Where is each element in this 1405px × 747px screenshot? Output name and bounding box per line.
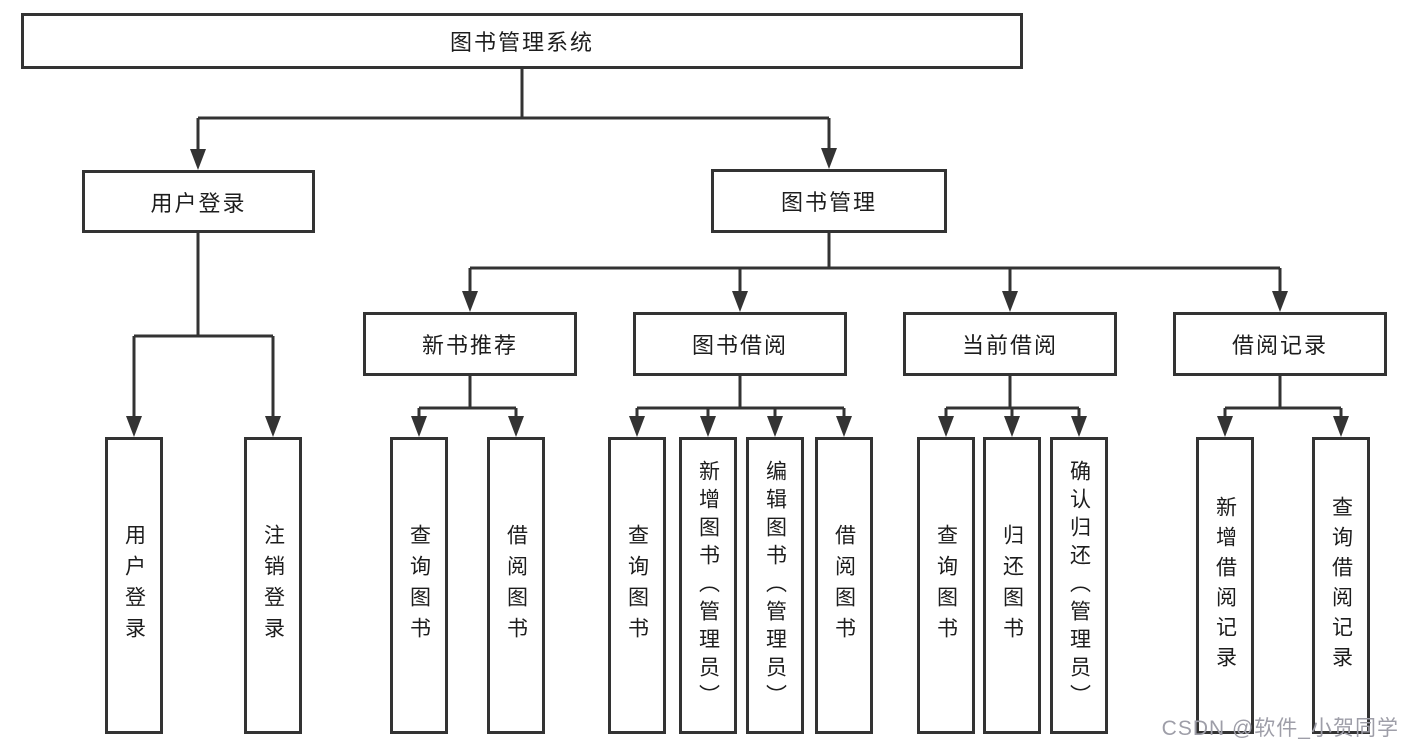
leaf-query-book-borrow: 查询图书 (608, 437, 666, 734)
leaf-return-book: 归还图书 (983, 437, 1041, 734)
leaf-edit-book-admin: 编辑图书（管理员） (746, 437, 804, 734)
node-current-borrow: 当前借阅 (903, 312, 1117, 376)
leaf-borrow-book: 借阅图书 (815, 437, 873, 734)
node-new-book-recommend: 新书推荐 (363, 312, 577, 376)
leaf-confirm-return-admin: 确认归还（管理员） (1050, 437, 1108, 734)
leaf-query-book-recommend: 查询图书 (390, 437, 448, 734)
arrowheads (126, 148, 1349, 437)
leaf-add-borrow-record: 新增借阅记录 (1196, 437, 1254, 734)
node-book-management-module: 图书管理 (711, 169, 947, 233)
node-book-borrow: 图书借阅 (633, 312, 847, 376)
node-borrow-records: 借阅记录 (1173, 312, 1387, 376)
csdn-watermark: CSDN @软件_小贺同学 (1161, 717, 1399, 740)
leaf-logout: 注销登录 (244, 437, 302, 734)
leaf-query-borrow-record: 查询借阅记录 (1312, 437, 1370, 734)
leaf-query-book-current: 查询图书 (917, 437, 975, 734)
leaf-add-book-admin: 新增图书（管理员） (679, 437, 737, 734)
node-user-login-module: 用户登录 (82, 170, 315, 233)
node-system-root: 图书管理系统 (21, 13, 1023, 69)
leaf-borrow-book-recommend: 借阅图书 (487, 437, 545, 734)
leaf-user-login: 用户登录 (105, 437, 163, 734)
